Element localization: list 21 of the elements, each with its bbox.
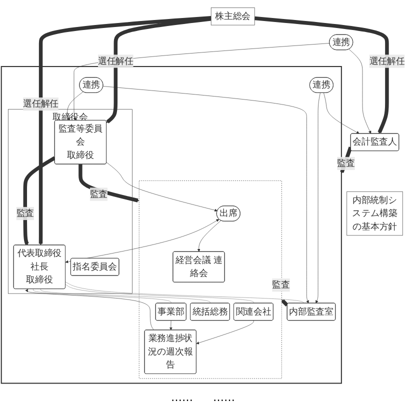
arrow [38,16,212,246]
edge-label: 選任解任 [369,56,405,66]
arrow [78,164,140,202]
node-box: 内部統制システム構築の基本方針 [346,191,403,236]
connector [65,282,304,304]
node-box: 株主総会 [210,8,255,26]
edge-label: 監査 [337,158,355,168]
edge-label: 選任解任 [98,56,134,66]
arrow [106,17,212,124]
edge-label: 監査 [272,280,290,290]
ellipsis-note: …… [171,391,193,404]
connector [40,288,210,304]
cluster [138,180,282,379]
edge-label: 監査 [16,208,34,218]
ellipsis-note: …… [213,391,235,404]
connector [65,284,254,304]
arrow [23,156,56,246]
edge-label: 選任解任 [23,98,58,110]
arrow [281,299,288,307]
edge-label: 監査 [90,188,108,200]
connector [32,288,172,304]
